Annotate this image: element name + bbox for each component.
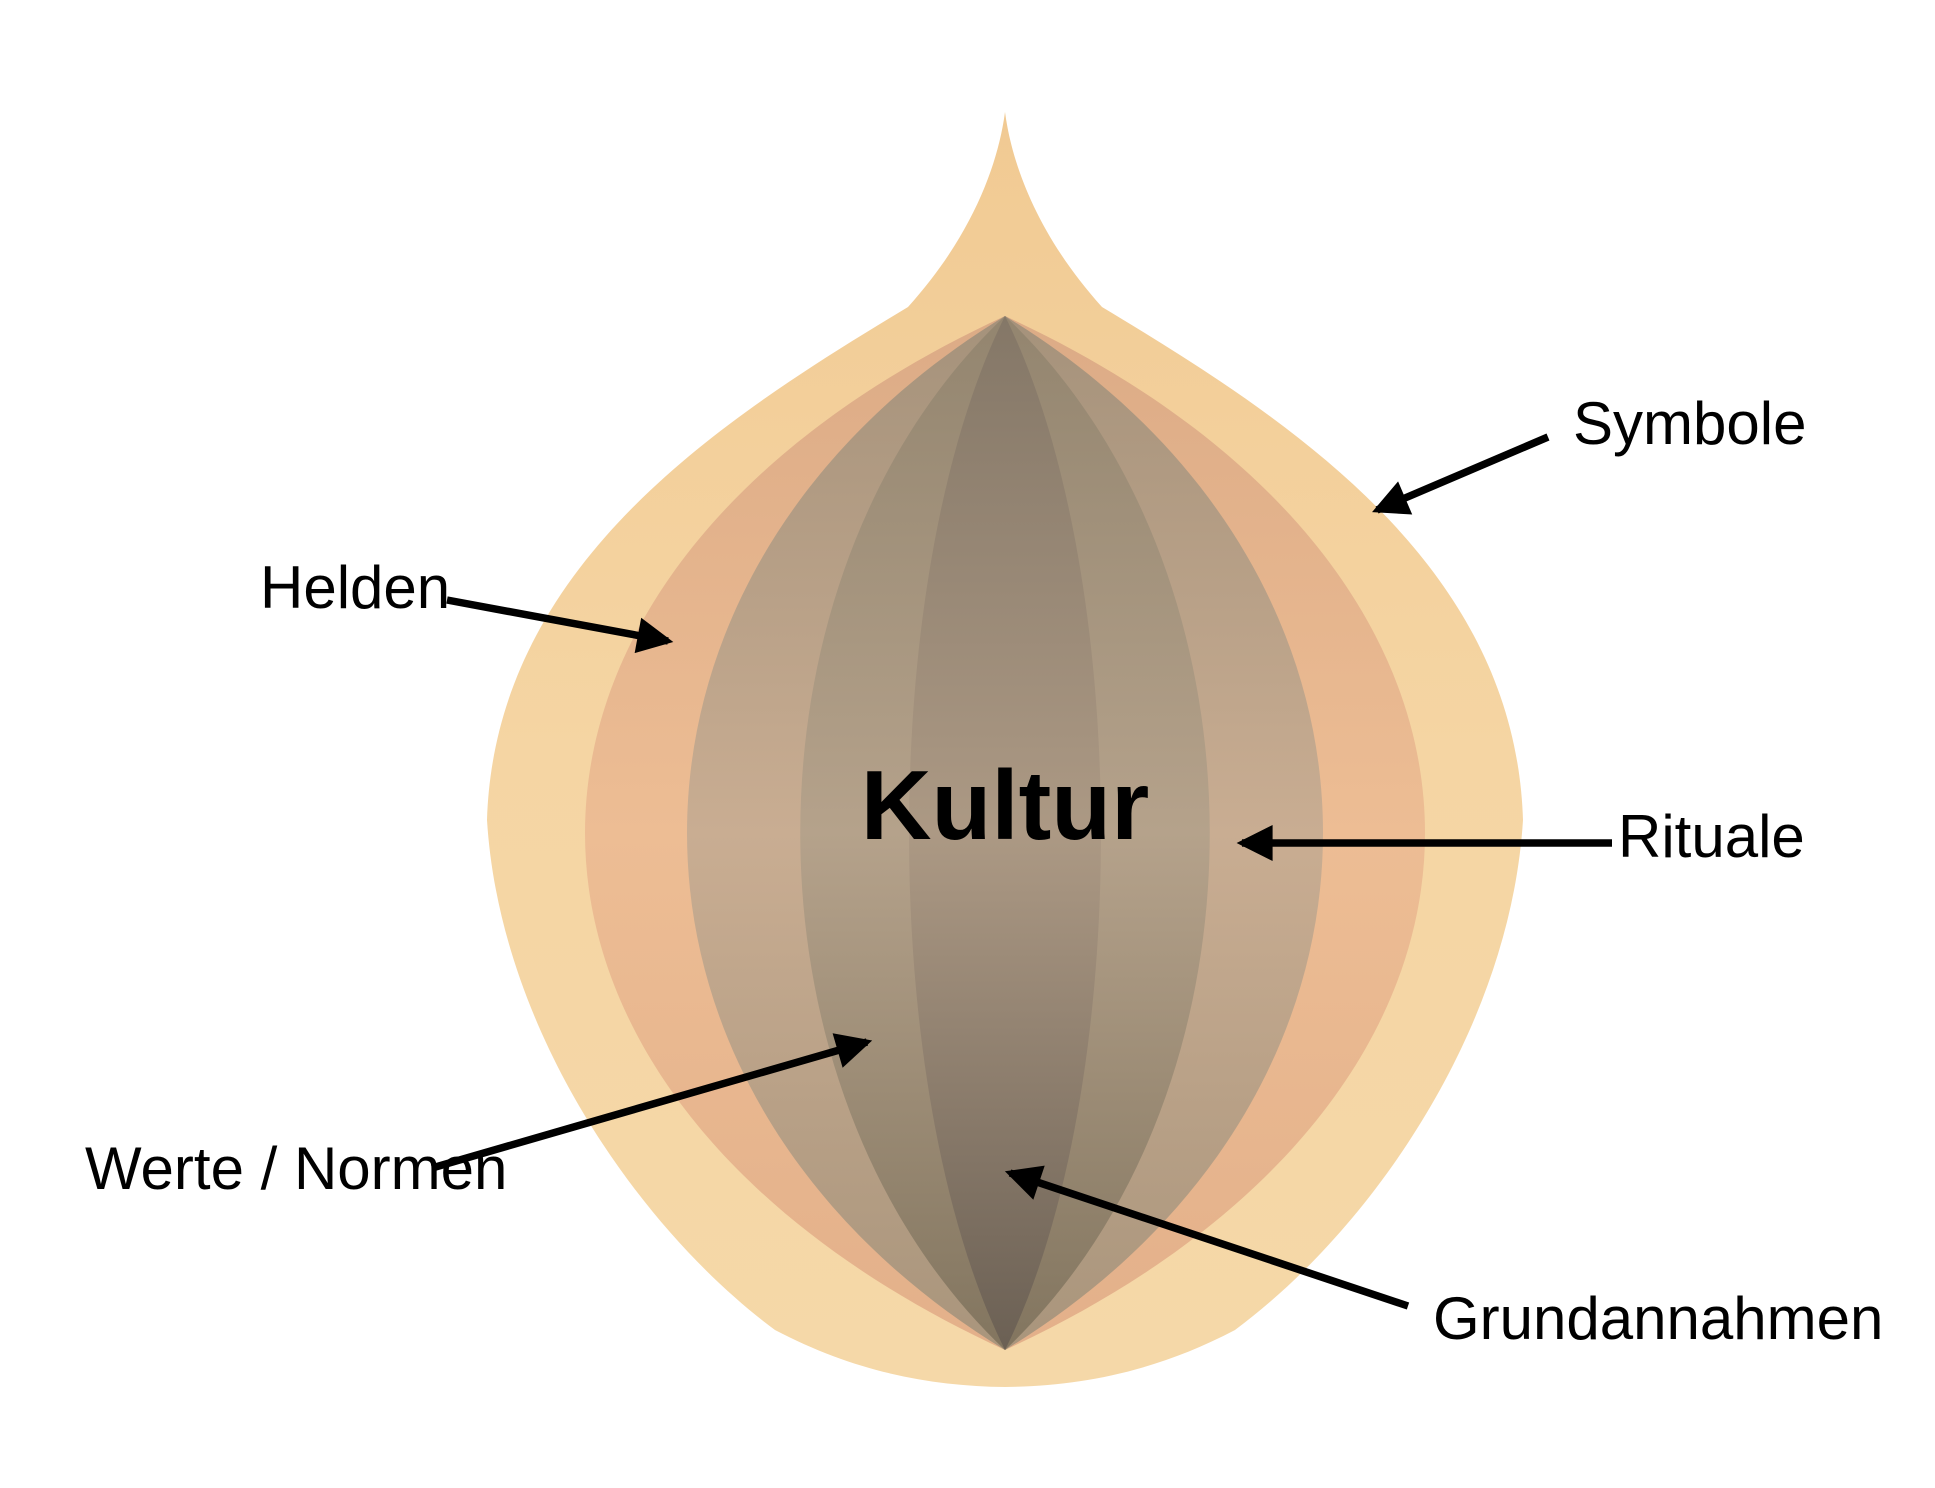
rituale-label: Rituale: [1618, 803, 1805, 870]
grundannahmen-label: Grundannahmen: [1433, 1285, 1883, 1352]
annotation-helden: Helden: [260, 554, 674, 654]
helden-arrow: [446, 596, 674, 654]
annotation-werte-normen: Werte / Normen: [85, 1033, 873, 1202]
helden-label: Helden: [260, 554, 450, 621]
annotation-rituale: Rituale: [1236, 803, 1805, 870]
center-label: Kultur: [861, 750, 1150, 860]
grundannahmen-arrow: [1004, 1165, 1410, 1310]
werte-normen-label: Werte / Normen: [85, 1135, 507, 1202]
layer-shape-grundannahmen: [909, 316, 1101, 1350]
annotation-grundannahmen: Grundannahmen: [1004, 1165, 1883, 1352]
symbole-label: Symbole: [1573, 390, 1806, 457]
werte-normen-arrow: [430, 1033, 873, 1172]
annotation-symbole: Symbole: [1372, 390, 1806, 515]
symbole-arrow: [1372, 433, 1550, 515]
